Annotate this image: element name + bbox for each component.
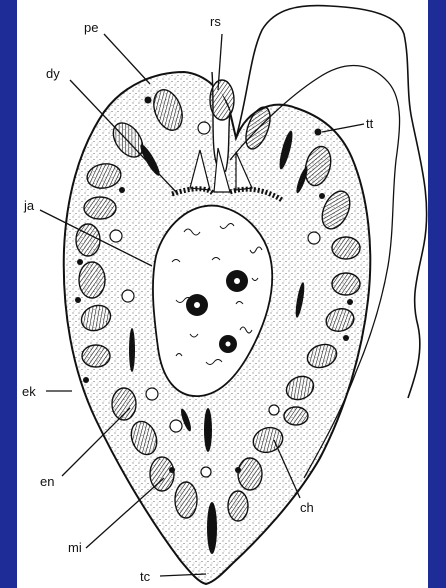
label-tt: tt (366, 116, 374, 131)
label-en: en (40, 474, 54, 489)
label-ek: ek (22, 384, 36, 399)
label-pe: pe (84, 20, 98, 35)
label-dy: dy (46, 66, 60, 81)
label-ja: ja (23, 198, 35, 213)
right-frame-bar (428, 0, 446, 588)
label-mi: mi (68, 540, 82, 555)
label-tc: tc (140, 569, 151, 584)
label-rs: rs (210, 14, 221, 29)
leader-pe (104, 34, 150, 84)
left-frame-bar (0, 0, 17, 588)
label-ch: ch (300, 500, 314, 515)
